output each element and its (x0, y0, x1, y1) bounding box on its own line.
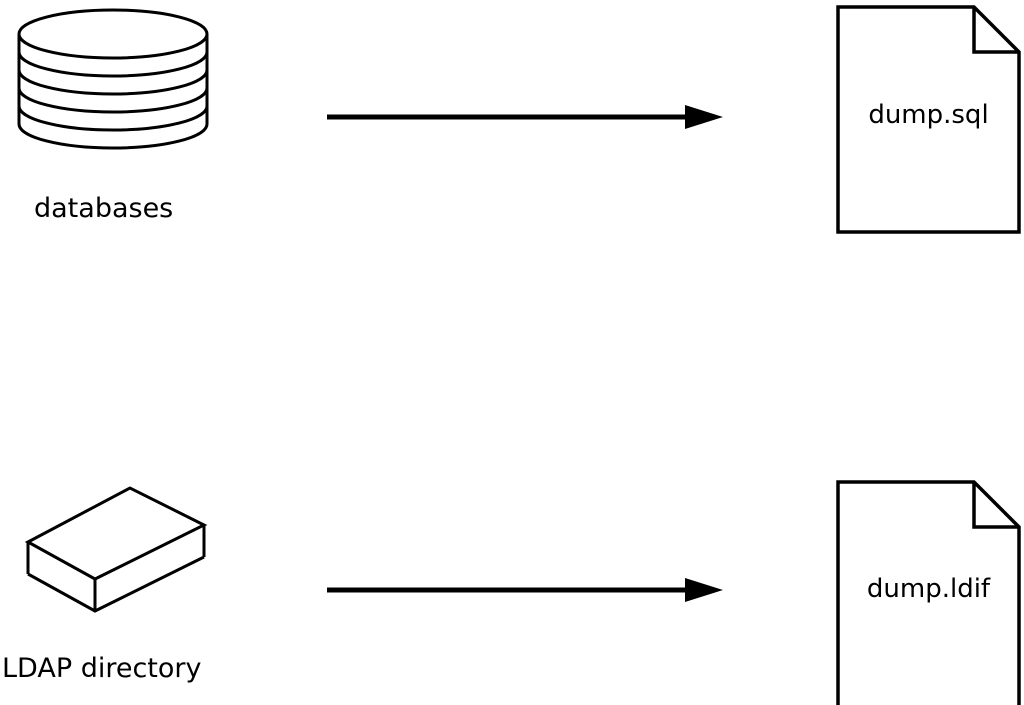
document-icon (836, 5, 1021, 234)
ldap-directory-label: LDAP directory (2, 653, 202, 684)
arrow-right-icon (327, 578, 723, 602)
document-filename-sql: dump.sql (868, 100, 989, 130)
document-icon (836, 480, 1021, 705)
database-cylinder-icon (17, 8, 209, 150)
arrow-right-icon (327, 105, 723, 129)
document-filename-ldif: dump.ldif (866, 574, 991, 604)
box-3d-icon (24, 486, 208, 613)
database-label: databases (34, 193, 174, 224)
